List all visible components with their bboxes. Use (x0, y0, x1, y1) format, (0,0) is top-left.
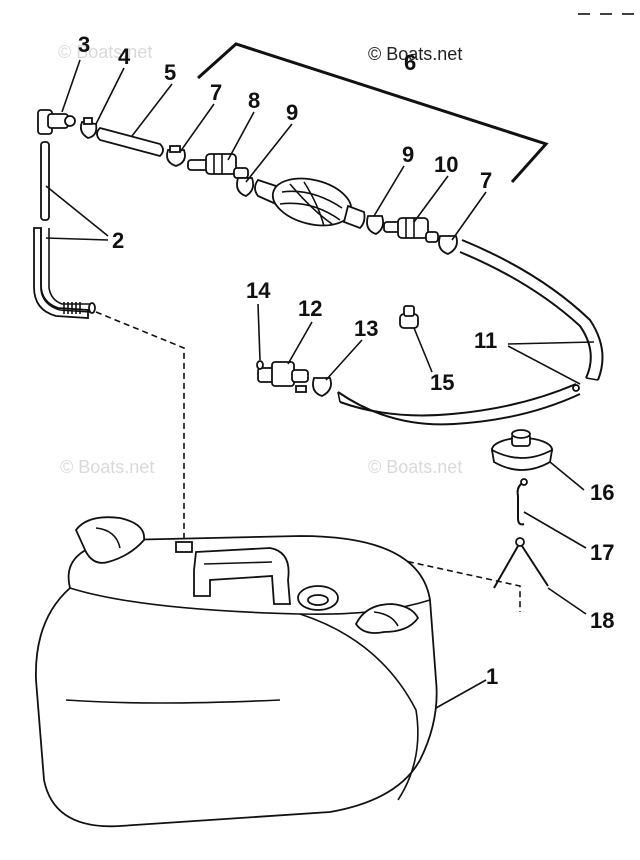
part-connector-10 (383, 217, 439, 243)
watermark-top: © Boats.net (368, 44, 462, 64)
callout-16: 16 (590, 480, 614, 505)
callout-17: 17 (590, 540, 614, 565)
callout-4: 4 (118, 44, 131, 69)
callout-7-left: 7 (210, 80, 222, 105)
part-clamp-7-right (438, 235, 458, 255)
callout-13: 13 (354, 316, 378, 341)
part-filler-cap-16 (490, 429, 554, 471)
part-connector-8 (187, 153, 249, 179)
callout-7-right: 7 (480, 168, 492, 193)
callout-11: 11 (474, 328, 497, 353)
part-clamp-9-right (366, 215, 385, 235)
callout-9-right: 9 (402, 142, 414, 167)
callout-8: 8 (248, 88, 260, 113)
callout-6: 6 (404, 50, 416, 75)
part-clamp-13 (312, 377, 332, 397)
part-clamp-9-left (236, 177, 255, 197)
part-fuel-tank-1 (35, 516, 438, 828)
callout-5: 5 (164, 60, 176, 85)
callout-14: 14 (246, 278, 271, 303)
callout-10: 10 (434, 152, 458, 177)
part-clip-15 (399, 305, 419, 329)
callout-18: 18 (590, 608, 614, 633)
callout-9-left: 9 (286, 100, 298, 125)
watermark-top-left: © Boats.net (58, 42, 152, 62)
part-o-ring-14 (256, 360, 264, 370)
part-hose-5 (96, 126, 164, 158)
callout-3: 3 (78, 32, 90, 57)
callout-12: 12 (298, 296, 322, 321)
callouts: 3 4 5 6 7 8 9 9 10 7 2 14 12 13 11 15 16… (78, 32, 614, 689)
part-primer-bulb (254, 177, 366, 230)
part-hose-11 (337, 239, 604, 426)
bracket-assembly-6 (196, 42, 549, 184)
part-hook-17 (516, 478, 528, 526)
leader-lines (45, 59, 595, 709)
tube-threads (63, 302, 81, 314)
part-clamp-7-left (166, 145, 186, 167)
callout-15: 15 (430, 370, 454, 395)
watermark-mid-right: © Boats.net (368, 457, 462, 477)
part-retainer-18 (493, 537, 549, 589)
part-elbow-fitting (37, 109, 76, 135)
part-clamp-4 (79, 117, 98, 139)
callout-2: 2 (112, 228, 124, 253)
part-fitting-12 (257, 361, 309, 393)
part-pickup-tube (33, 141, 96, 319)
callout-1: 1 (486, 664, 498, 689)
watermark-mid-left: © Boats.net (60, 457, 154, 477)
